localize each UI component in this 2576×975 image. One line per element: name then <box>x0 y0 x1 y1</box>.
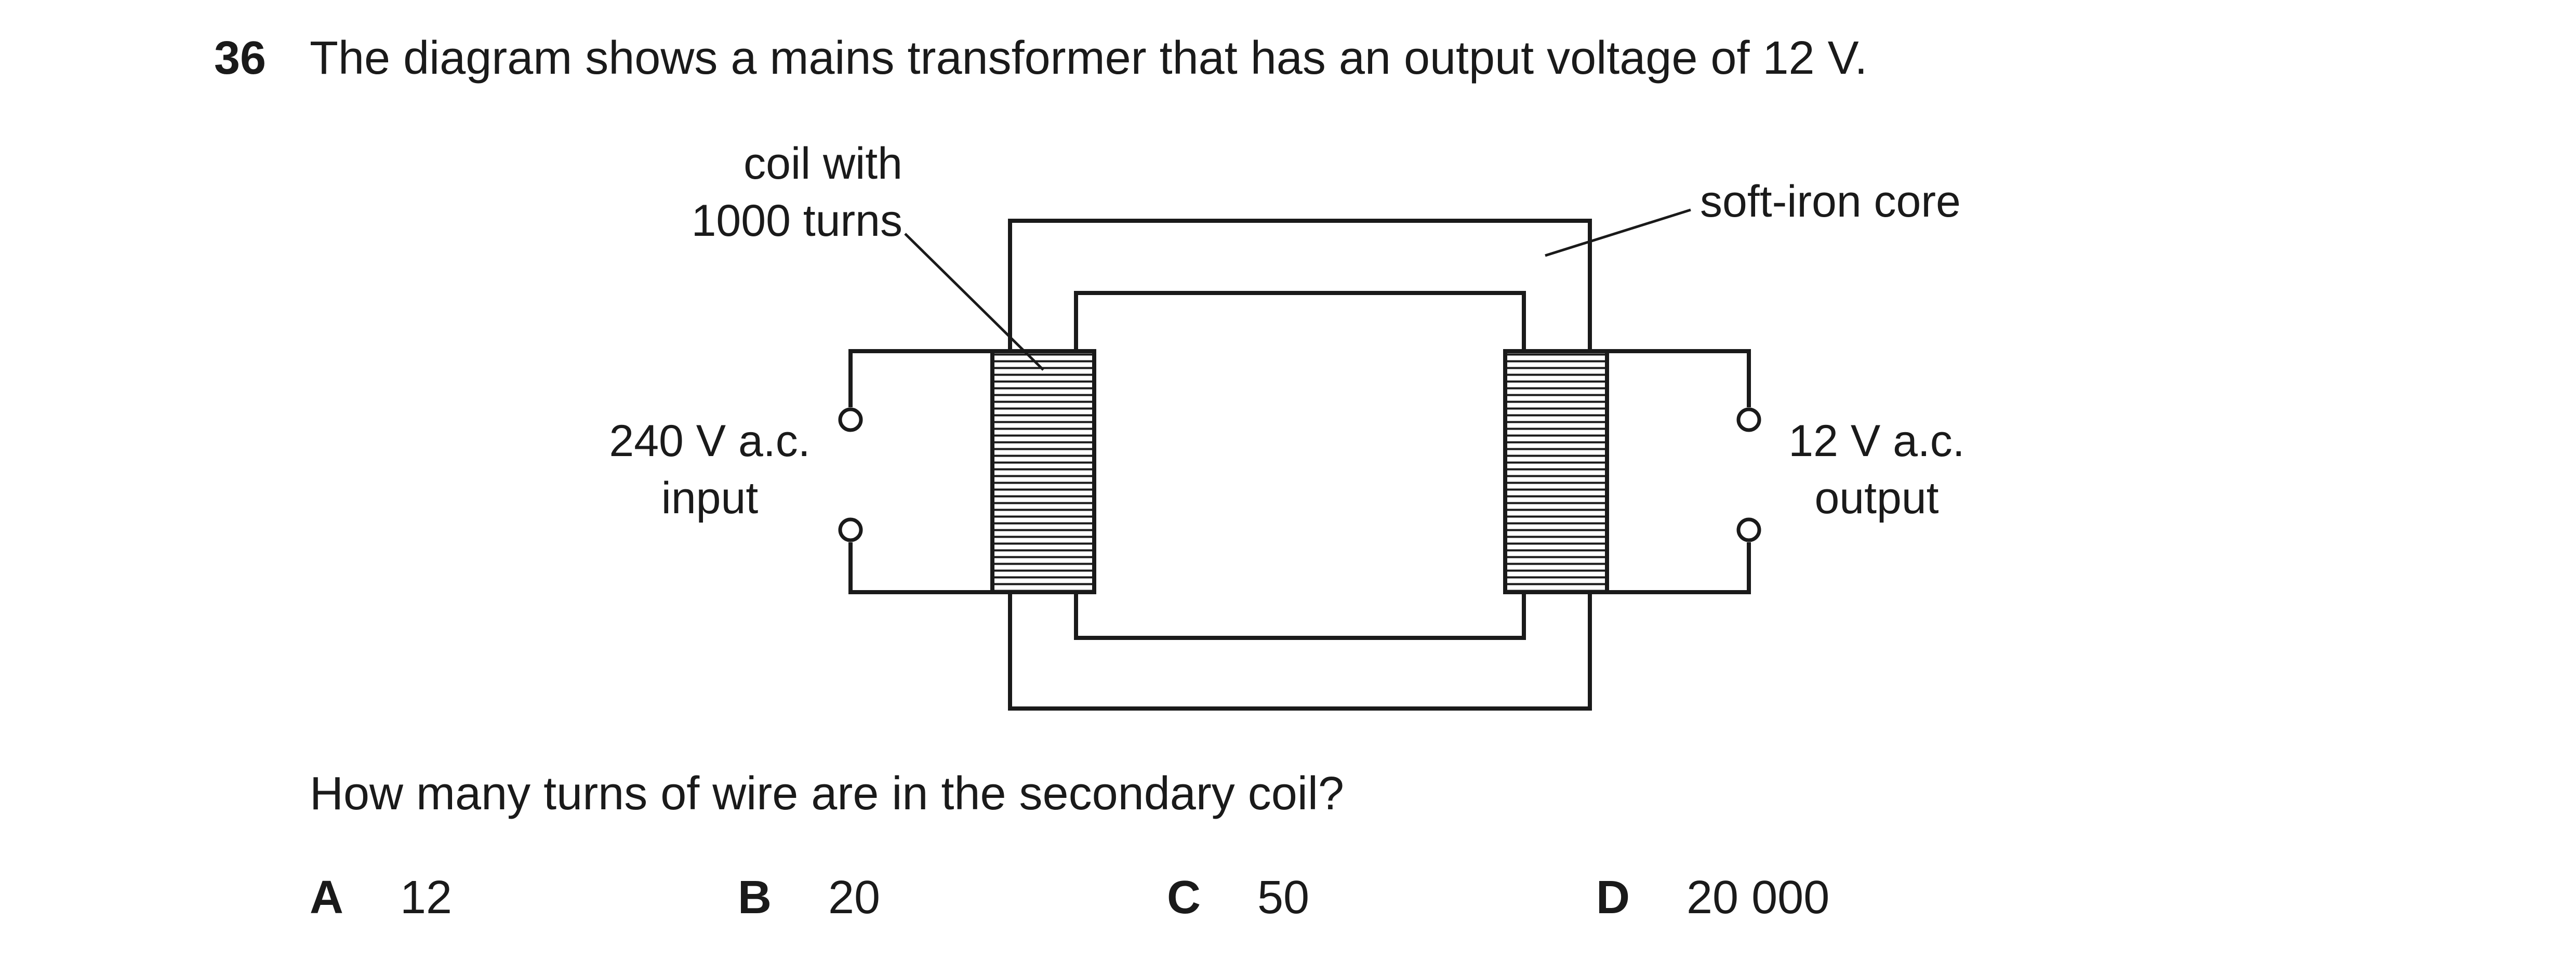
output-terminal-bottom <box>1736 517 1761 542</box>
input-terminal-top <box>838 407 863 432</box>
coil-label: coil with 1000 turns <box>647 135 902 249</box>
option-a-value[interactable]: 12 <box>400 872 453 924</box>
input-terminal-bottom <box>838 517 863 542</box>
output-label: 12 V a.c. output <box>1760 412 1993 527</box>
option-b-letter[interactable]: B <box>738 872 772 924</box>
core-label: soft-iron core <box>1700 177 1961 226</box>
core-leader-line <box>1545 208 1691 257</box>
option-d-letter[interactable]: D <box>1596 872 1630 924</box>
sub-question: How many turns of wire are in the second… <box>310 768 1344 820</box>
input-terminals <box>838 407 863 542</box>
question-number: 36 <box>214 32 267 84</box>
option-d-value[interactable]: 20 000 <box>1687 872 1830 924</box>
input-label: 240 V a.c. input <box>586 412 833 527</box>
coil-label-line2: 1000 turns <box>691 196 902 246</box>
output-terminals <box>1736 407 1761 542</box>
option-c-letter[interactable]: C <box>1167 872 1201 924</box>
question-stem: The diagram shows a mains transformer th… <box>310 32 1868 84</box>
input-label-line2: input <box>661 473 759 524</box>
output-wires <box>1607 349 1751 594</box>
output-label-line2: output <box>1814 473 1939 524</box>
input-label-line1: 240 V a.c. <box>609 416 811 466</box>
output-label-line1: 12 V a.c. <box>1788 416 1965 466</box>
coil-label-line1: coil with <box>743 139 902 189</box>
primary-coil <box>990 349 1096 594</box>
secondary-coil <box>1503 349 1609 594</box>
soft-iron-core <box>1008 219 1592 711</box>
option-c-value[interactable]: 50 <box>1257 872 1310 924</box>
option-b-value[interactable]: 20 <box>828 872 881 924</box>
core-inner-edge <box>1074 291 1526 640</box>
input-wires <box>848 349 992 594</box>
option-a-letter[interactable]: A <box>310 872 343 924</box>
coil-leader-line <box>904 233 1044 371</box>
output-terminal-top <box>1736 407 1761 432</box>
